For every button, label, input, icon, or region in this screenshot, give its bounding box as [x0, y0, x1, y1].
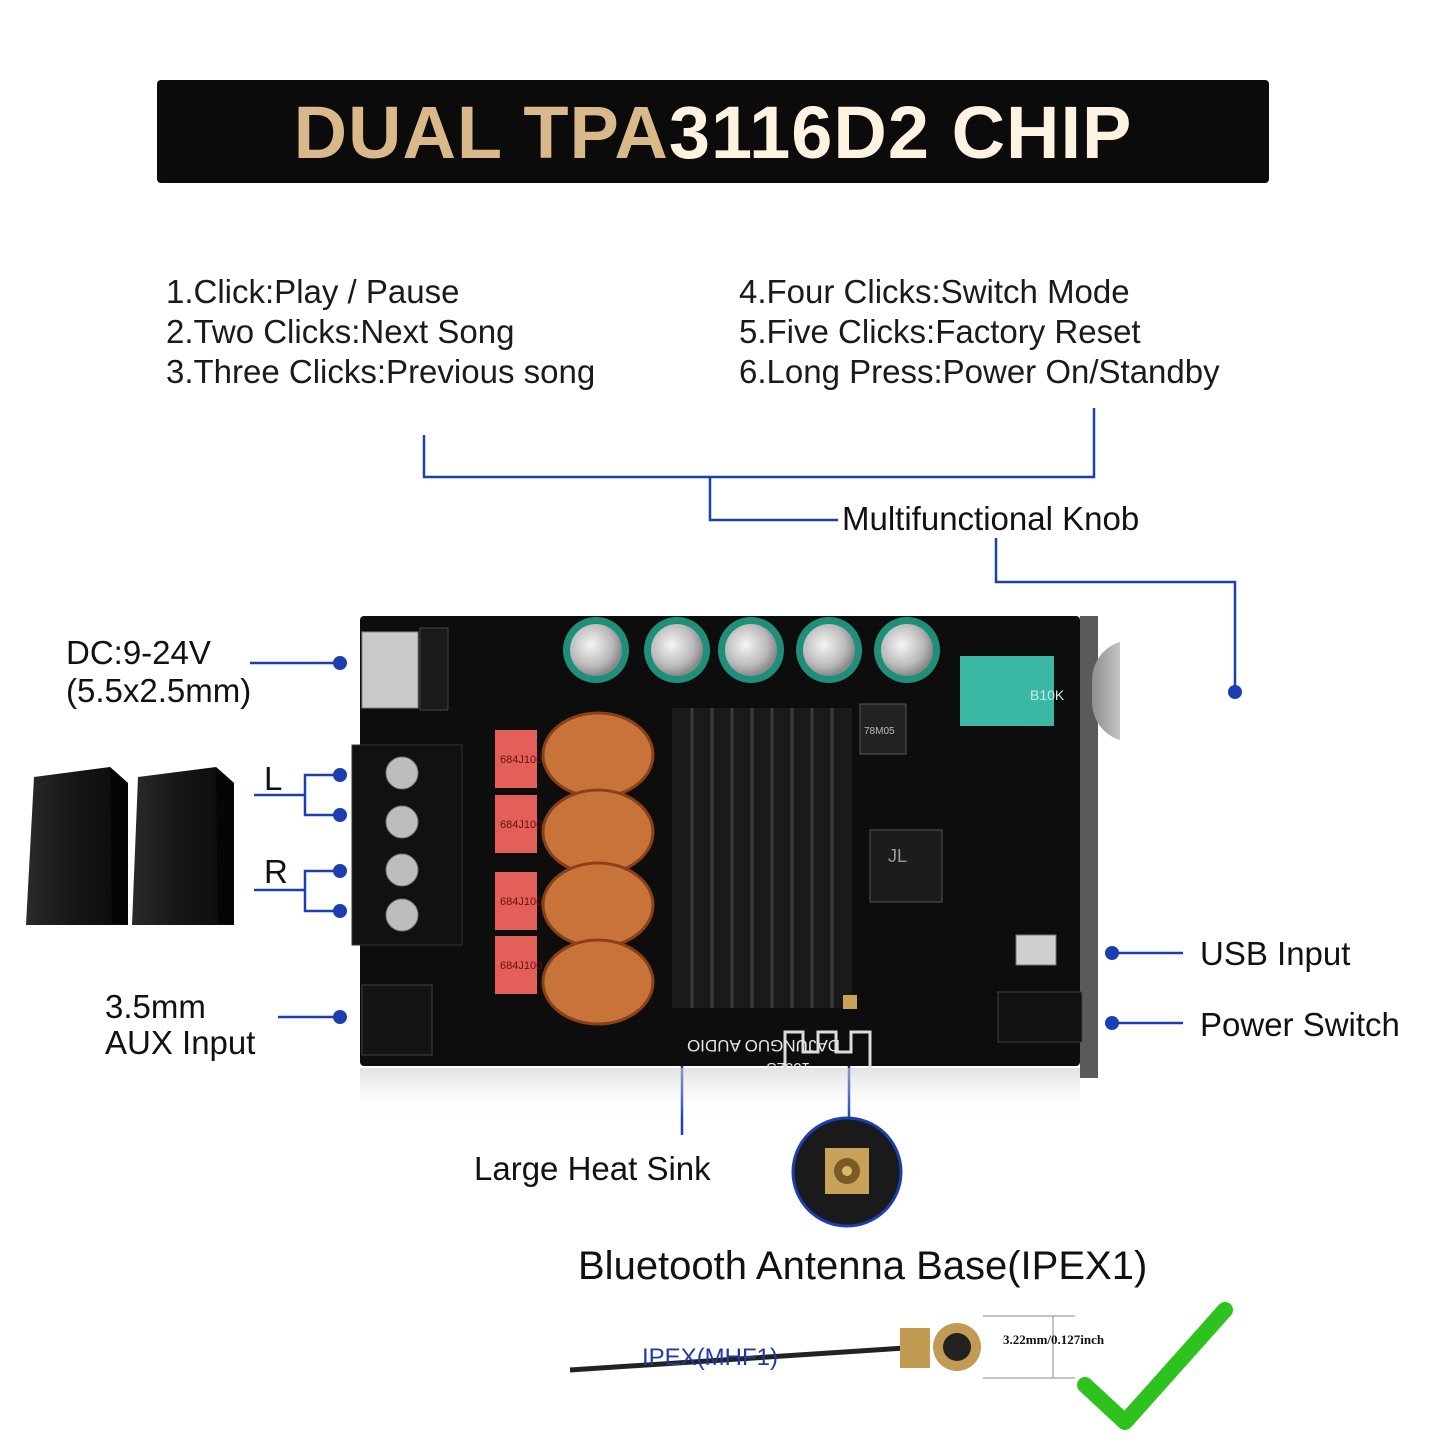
speaker-right [132, 767, 234, 925]
volume-knob [1092, 641, 1120, 741]
function-item: 2.Two Clicks:Next Song [166, 313, 515, 350]
power-switch [997, 991, 1083, 1043]
function-item: 5.Five Clicks:Factory Reset [739, 313, 1141, 350]
usb-port [1015, 934, 1057, 966]
function-item: 1.Click:Play / Pause [166, 273, 460, 310]
board-reflection [360, 1068, 1080, 1120]
board-brand-print: DAJUNGUO AUDIO [687, 1036, 840, 1055]
capacitors [563, 617, 940, 683]
dc-label-line2: (5.5x2.5mm) [66, 672, 252, 709]
heat-sink-label: Large Heat Sink [474, 1150, 711, 1187]
regulator-mark: 78M05 [864, 726, 895, 737]
banner-title-part1: DUAL TPA [293, 91, 669, 174]
banner-title-part2: 3116D2 CHIP [668, 91, 1133, 174]
aux-jack [361, 984, 433, 1056]
connector-crimp [900, 1328, 930, 1368]
antenna-closeup [791, 1116, 903, 1228]
board-model-print: 1002S [767, 1059, 810, 1076]
bluetooth-chip [869, 829, 943, 903]
function-list-right: 4.Four Clicks:Switch Mode 5.Five Clicks:… [739, 272, 1220, 392]
heat-sink [672, 708, 852, 1008]
usb-label: USB Input [1200, 935, 1351, 972]
chip-logo: JL [888, 846, 907, 866]
ipex-label: IPEX(MHF1) [642, 1344, 779, 1371]
title-banner: DUAL TPA3116D2 CHIP [157, 80, 1269, 183]
check-mark-icon [1077, 1302, 1233, 1430]
function-item: 3.Three Clicks:Previous song [166, 353, 596, 390]
function-item: 4.Four Clicks:Switch Mode [739, 273, 1130, 310]
resistor-mark: 684J100 [500, 960, 542, 972]
inductors [541, 711, 655, 1026]
side-plate [1080, 616, 1098, 1078]
dc-jack [361, 631, 419, 709]
right-channel-label: R [264, 853, 288, 890]
aux-label-line2: AUX Input [105, 1024, 256, 1061]
resistors [495, 730, 537, 994]
banner-title: DUAL TPA3116D2 CHIP [157, 88, 1269, 178]
resistor-mark: 684J100 [500, 819, 542, 831]
resistor-mark: 684J100 [500, 754, 542, 766]
knob-label: Multifunctional Knob [842, 500, 1140, 537]
pot-mark: B10K [1030, 687, 1065, 703]
aux-label-line1: 3.5mm [105, 988, 206, 1025]
dimension-label: 3.22mm/0.127inch [1003, 1332, 1105, 1347]
pcb-antenna-trace [783, 1030, 872, 1068]
dc-jack-housing [419, 627, 449, 711]
potentiometer [960, 656, 1054, 726]
speakers-image [26, 767, 234, 925]
antenna-base [843, 995, 857, 1009]
ipex-cable [569, 1302, 1233, 1430]
function-list-left: 1.Click:Play / Pause 2.Two Clicks:Next S… [166, 272, 595, 392]
function-item: 6.Long Press:Power On/Standby [739, 353, 1220, 390]
left-channel-label: L [264, 760, 283, 797]
cable-wire [569, 1345, 906, 1373]
bluetooth-title: Bluetooth Antenna Base(IPEX1) [578, 1244, 1148, 1288]
voltage-regulator [859, 703, 907, 755]
amplifier-board: B10K 684J100 684J100 684J100 684J100 [351, 616, 1120, 1120]
resistor-mark: 684J100 [500, 896, 542, 908]
speaker-left [26, 767, 128, 925]
dc-label-line1: DC:9-24V [66, 634, 211, 671]
speaker-terminal-block [351, 744, 463, 946]
power-switch-label: Power Switch [1200, 1006, 1400, 1043]
